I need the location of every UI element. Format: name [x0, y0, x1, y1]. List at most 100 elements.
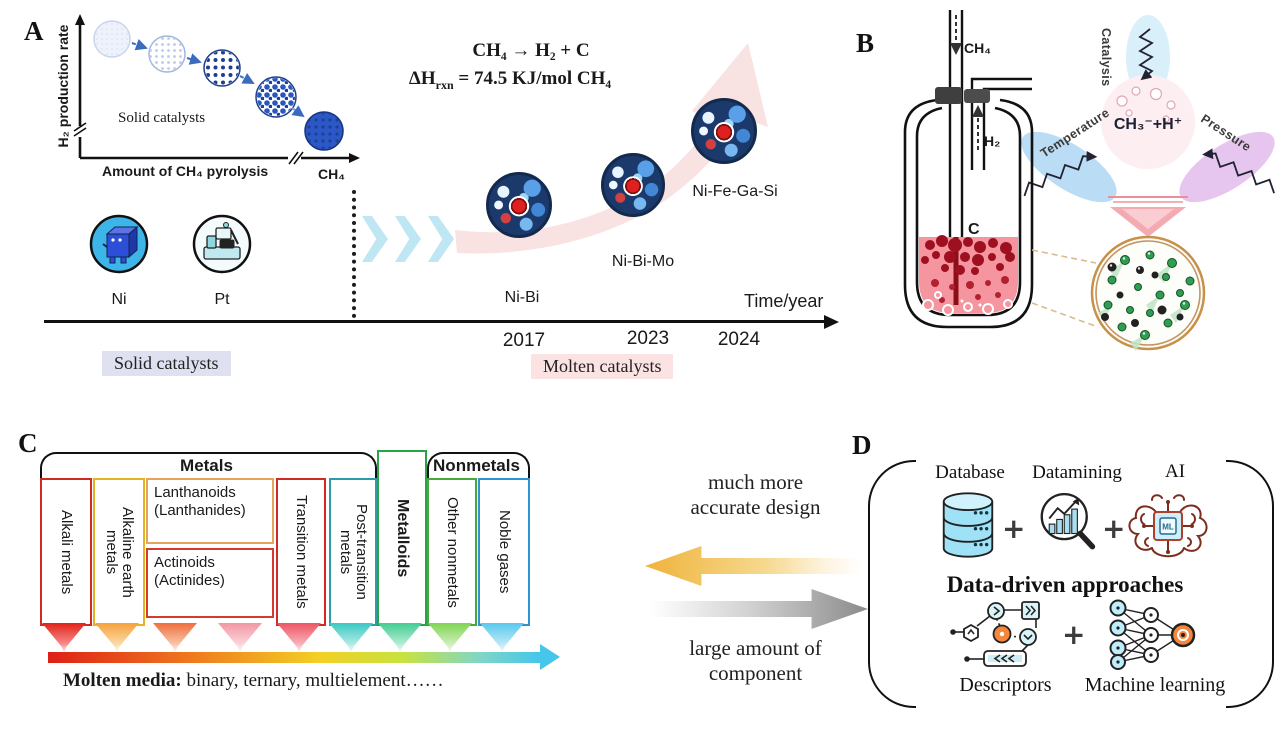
column-noble-gases: Noble gases: [478, 478, 530, 626]
catalyst-sphere-4: [255, 76, 297, 118]
column-other-nonmetals: Other nonmetals: [427, 478, 477, 626]
ni-bi-mo-catalyst-image: [601, 153, 665, 217]
large-component-arrow: [651, 589, 868, 629]
data-driven-title: Data-driven approaches: [946, 572, 1184, 597]
graph-y-axis-label: H₂ production rate: [55, 24, 71, 148]
panel-a-label: A: [24, 16, 44, 46]
ml-chip-label: ML: [1162, 523, 1174, 532]
metals-bracket: [40, 452, 377, 478]
center-species-label: CH₃⁻+H⁺: [1113, 116, 1183, 133]
ni-bi-catalyst-image: [486, 172, 552, 238]
timeline-arrowhead: [824, 314, 839, 329]
column-metalloids: Metalloids: [377, 450, 427, 626]
accurate-design-caption: much more accurate design: [690, 470, 821, 519]
catalysis-label: Catalysis: [1099, 28, 1113, 87]
year-2024: 2024: [717, 329, 761, 350]
chevron-icon: [428, 216, 454, 262]
graph-inner-label: Solid catalysts: [118, 110, 206, 126]
ni-catalyst-icon: [89, 214, 149, 274]
funnel: [95, 623, 139, 653]
catalyst-sphere-5: [304, 111, 344, 151]
y-axis-arrowhead: [75, 14, 85, 25]
reactor-vessel: [903, 98, 1034, 329]
box-actinoids: Actinoids (Actinides): [146, 548, 274, 618]
column-transition-metals: Transition metals: [276, 478, 326, 626]
pt-label: Pt: [214, 291, 230, 308]
funnel: [329, 623, 373, 653]
reaction-equation: CH₄ → H₂ + C: [472, 40, 590, 61]
catalyst-sphere-3: [203, 49, 241, 87]
funnel: [153, 623, 197, 653]
transition-chevrons: [362, 216, 454, 262]
graph-x-end-label: CH₄: [318, 166, 345, 182]
panel-d-label: D: [852, 430, 872, 460]
focus-funnel-icon: [1108, 196, 1188, 237]
panel-c-label: C: [18, 428, 38, 458]
pt-catalyst-icon: [192, 214, 252, 274]
descriptors-label: Descriptors: [959, 674, 1052, 696]
plus-icon: +: [1062, 618, 1086, 651]
stopper: [964, 89, 990, 103]
era-divider-dotted-line: [352, 190, 356, 318]
ch4-inlet-label: CH₄: [964, 40, 991, 56]
plus-icon: +: [1002, 512, 1026, 545]
datamining-icon: [1040, 492, 1096, 550]
year-2023: 2023: [626, 328, 670, 349]
metals-header: Metals: [180, 456, 233, 475]
funnel: [378, 623, 422, 653]
composition-gradient-arrowhead: [540, 644, 560, 670]
database-icon: [942, 492, 994, 558]
catalyst-sphere-2: [148, 35, 186, 73]
funnel: [42, 623, 86, 653]
database-label: Database: [935, 462, 1005, 483]
column-alkali-metals: Alkali metals: [40, 478, 92, 626]
solid-catalysts-badge: Solid catalysts: [102, 351, 231, 376]
funnel: [277, 623, 321, 653]
descriptors-icon: [950, 601, 1040, 667]
molten-media-liquid: [919, 235, 1018, 316]
carbon-label: C: [968, 221, 980, 238]
funnel: [218, 623, 262, 653]
factor-propeller: [1021, 15, 1275, 203]
catalyst-sphere-1: [93, 20, 131, 58]
reaction-enthalpy: ΔHrxn = 74.5 KJ/mol CH₄: [408, 68, 612, 92]
ni-bi-label: Ni-Bi: [504, 289, 540, 306]
ni-fe-ga-si-catalyst-image: [691, 98, 757, 164]
molten-media-caption: Molten media: binary, ternary, multielem…: [63, 670, 444, 691]
panel-b-label: B: [856, 28, 875, 58]
molten-catalysts-badge: Molten catalysts: [531, 354, 674, 379]
machine-learning-label: Machine learning: [1084, 674, 1226, 696]
frame-right-paren: [1226, 460, 1274, 708]
magnified-particles: [1090, 235, 1206, 351]
reactor-scheme: [903, 10, 1275, 351]
timeline-axis-label: Time/year: [744, 291, 824, 311]
element-classes-chart: Metals Nonmetals Alkali metals Alkaline …: [15, 430, 615, 720]
ni-label: Ni: [111, 291, 127, 308]
x-axis-arrowhead: [349, 153, 360, 163]
datamining-label: Datamining: [1032, 462, 1122, 483]
accurate-design-arrow: [645, 546, 862, 586]
column-post-transition-metals: Post-transition metals: [329, 478, 377, 626]
stopper: [935, 87, 962, 104]
machine-learning-icon: [1109, 599, 1196, 670]
box-lanthanoids: Lanthanoids (Lanthanides): [146, 478, 274, 544]
ai-brain-icon: ML: [1128, 494, 1208, 558]
h2-outlet-label: H₂: [984, 133, 1001, 149]
chevron-icon: [395, 216, 421, 262]
large-component-caption: large amount of component: [689, 636, 822, 685]
graph-x-axis-label: Amount of CH₄ pyrolysis: [102, 163, 269, 179]
ai-label: AI: [1164, 461, 1186, 482]
funnel: [480, 623, 524, 653]
funnel: [428, 623, 472, 653]
year-2017: 2017: [502, 330, 546, 351]
solid-catalyst-trend-graph: [73, 14, 360, 165]
nonmetals-bracket: [427, 452, 530, 478]
plus-icon: +: [1102, 512, 1126, 545]
composition-gradient-arrow: [48, 652, 540, 663]
timeline-axis: [44, 320, 826, 323]
column-alkaline-earth-metals: Alkaline earth metals: [93, 478, 145, 626]
ni-bi-mo-label: Ni-Bi-Mo: [611, 253, 675, 270]
ni-fe-ga-si-label: Ni-Fe-Ga-Si: [692, 183, 778, 200]
chevron-icon: [362, 216, 388, 262]
